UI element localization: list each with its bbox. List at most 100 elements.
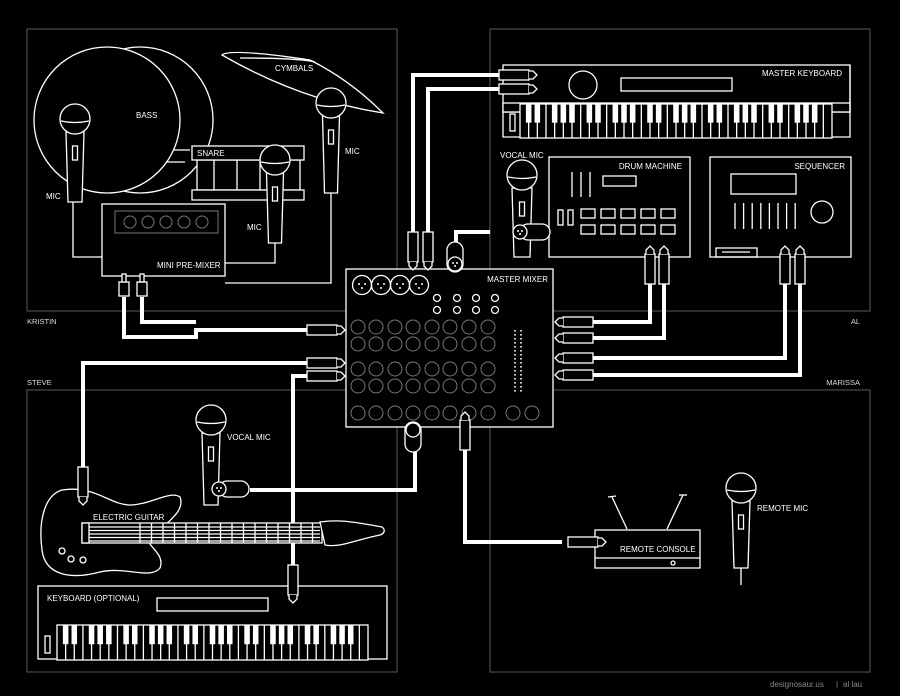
xlr-steve-vocal-mic[interactable] [211, 480, 250, 498]
channel-knob [461, 319, 477, 335]
jack-body [498, 69, 530, 81]
al-vocal-mic-icon[interactable] [506, 159, 538, 258]
level-meter-led [520, 386, 522, 388]
remote-console[interactable]: REMOTE CONSOLE [594, 494, 701, 569]
credit-author: al lau [843, 680, 862, 689]
jack-body [644, 253, 656, 285]
cable-master-keyboard-1 [411, 73, 500, 232]
rca-tip [139, 273, 145, 283]
channel-knob [405, 336, 421, 352]
jack-drum-out-1[interactable] [644, 245, 656, 285]
drum-pad [580, 208, 596, 219]
snare-mic-icon[interactable] [259, 144, 291, 244]
mic-head [506, 159, 538, 191]
jack-guitar[interactable] [77, 466, 89, 506]
jack-guitar-to-mixer[interactable] [306, 357, 346, 369]
mic-grille [726, 489, 756, 493]
xlr-al-vocal-mic[interactable] [512, 223, 551, 241]
xlr-face [512, 224, 528, 240]
black-key [551, 104, 558, 123]
level-meter-led [520, 342, 522, 344]
drum-pad [620, 224, 636, 235]
jack-right-mixer-input-1[interactable] [554, 316, 594, 328]
mini-pre-mixer[interactable]: MINI PRE-MIXER [101, 203, 226, 277]
mic-switch [737, 514, 745, 530]
level-meter-led [514, 382, 516, 384]
black-key [97, 625, 103, 645]
jack-tip [423, 262, 433, 271]
mic-grille [507, 176, 537, 180]
jack-drum-out-2[interactable] [658, 245, 670, 285]
drum-pad [620, 208, 636, 219]
black-key [227, 625, 233, 645]
black-key [330, 625, 337, 645]
master-mixer[interactable]: MASTER MIXER [345, 268, 554, 428]
label-master-mixer: MASTER MIXER [487, 275, 548, 284]
jack-mixer-remote-out[interactable] [459, 411, 471, 451]
jack-right-mixer-input-2[interactable] [554, 332, 594, 344]
cable-guitar [81, 361, 310, 467]
credit-site[interactable]: designosaur.us [770, 680, 824, 689]
jack-seq-out-2[interactable] [794, 245, 806, 285]
xlr-pin [216, 487, 218, 489]
channel-knob [442, 405, 458, 421]
remote-mic-icon[interactable] [725, 472, 757, 569]
bass-mic-icon[interactable] [59, 103, 91, 203]
drum-machine[interactable]: DRUM MACHINE [548, 156, 691, 258]
steve-vocal-mic-icon[interactable] [195, 404, 227, 506]
level-meter-led [514, 374, 516, 376]
jack-right-mixer-input-4[interactable] [554, 369, 594, 381]
jack-tip [337, 325, 346, 335]
jack-master-keyboard-1[interactable] [407, 231, 419, 271]
zone-steve [26, 389, 398, 673]
zone-kristin [26, 28, 398, 312]
xlr-mixer-top[interactable] [446, 241, 464, 273]
channel-knob [424, 336, 440, 352]
black-key [183, 625, 190, 645]
jack-master-keyboard-2[interactable] [422, 231, 434, 271]
keyboard-optional[interactable]: KEYBOARD (OPTIONAL) [37, 585, 388, 661]
jack-master-keyboard-out-2[interactable] [498, 83, 538, 95]
mic-body [511, 187, 533, 258]
jack-seq-out-1[interactable] [779, 245, 791, 285]
cable-premixer-2 [140, 297, 196, 324]
cymbal-mic-icon[interactable] [315, 87, 347, 194]
level-meter-led [514, 346, 516, 348]
rca-body [136, 281, 148, 297]
black-key [123, 625, 129, 645]
jack-body [562, 369, 594, 381]
small-knob [452, 305, 462, 315]
jack-tip [659, 245, 669, 254]
jack-keyboard-in[interactable] [287, 564, 299, 604]
black-key [629, 104, 636, 123]
mic-head [315, 87, 347, 119]
jack-tip [554, 333, 563, 343]
cymbals: CYMBALS [220, 51, 385, 114]
xlr-pin [380, 287, 382, 289]
cable-drum-1 [590, 262, 652, 324]
level-meter-led [514, 330, 516, 332]
drum-pad [600, 208, 616, 219]
jack-keyboard-to-mixer[interactable] [306, 370, 346, 382]
jack-right-mixer-input-3[interactable] [554, 352, 594, 364]
channel-knob [424, 319, 440, 335]
jack-premixer-to-mixer[interactable] [306, 324, 346, 336]
xlr-pin [396, 283, 398, 285]
xlr-pin [415, 283, 417, 285]
black-key [612, 104, 619, 123]
master-keyboard[interactable]: MASTER KEYBOARD [502, 64, 851, 139]
drum-pad [660, 224, 676, 235]
cable-cymbal-mic [225, 193, 332, 284]
channel-knob [350, 378, 366, 394]
black-key [560, 104, 567, 123]
electric-guitar[interactable]: ELECTRIC GUITAR [40, 488, 385, 577]
level-meter-led [514, 362, 516, 364]
xlr-mixer-bottom[interactable] [404, 421, 422, 453]
jack-master-keyboard-out-1[interactable] [498, 69, 538, 81]
small-knob [490, 305, 500, 315]
jack-remote-console[interactable] [567, 536, 607, 548]
sequencer[interactable]: SEQUENCER [709, 156, 852, 258]
black-key [586, 104, 593, 123]
black-key [690, 104, 697, 123]
jack-body [562, 316, 594, 328]
